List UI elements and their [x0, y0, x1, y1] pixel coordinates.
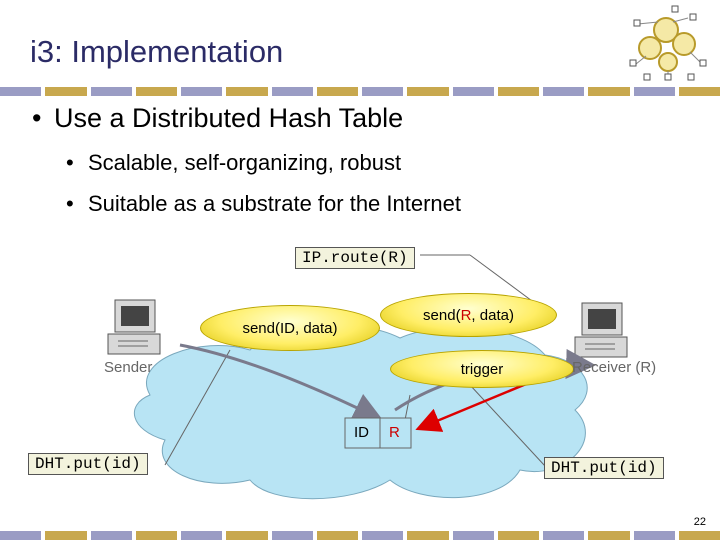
- trigger-ellipse: trigger: [390, 350, 574, 388]
- dht-put-right-label: DHT.put(id): [544, 457, 664, 479]
- bullet-sub-1-text: Scalable, self-organizing, robust: [88, 150, 402, 175]
- callout-dht-left: [164, 349, 231, 466]
- callout-dht-right: [469, 384, 546, 467]
- bullet-main-text: Use a Distributed Hash Table: [54, 103, 404, 133]
- page-number: 22: [693, 516, 706, 528]
- dht-put-left-label: DHT.put(id): [28, 453, 148, 475]
- trigger-label: trigger: [460, 360, 504, 378]
- bullet-sub-2: •Suitable as a substrate for the Interne…: [66, 191, 462, 216]
- bottom-stripe: [0, 531, 720, 540]
- bullet-sub-2-text: Suitable as a substrate for the Internet: [88, 191, 462, 216]
- network-logo-icon: [629, 5, 707, 81]
- send-id-label: send(ID, data): [242, 319, 338, 337]
- send-id-ellipse: send(ID, data): [200, 305, 380, 351]
- send-r-suffix: , data): [471, 306, 514, 324]
- bullet-sub-1: •Scalable, self-organizing, robust: [66, 150, 402, 175]
- send-r-key: R: [460, 306, 472, 324]
- receiver-label: Receiver (R): [572, 359, 657, 376]
- sender-label: Sender: [104, 359, 153, 376]
- arrow-sender-to-dht: [179, 343, 384, 421]
- slide-title: i3: Implementation: [30, 34, 284, 69]
- top-stripe: [0, 87, 720, 96]
- id-r-box: [344, 417, 412, 449]
- receiver-computer-icon: [574, 302, 628, 358]
- bullet-main: •Use a Distributed Hash Table: [32, 103, 404, 133]
- id-cell: ID: [354, 424, 369, 441]
- ip-route-label: IP.route(R): [295, 247, 415, 269]
- send-r-prefix: send(: [423, 306, 461, 324]
- sender-computer-icon: [107, 299, 161, 355]
- send-r-ellipse: send(R, data): [380, 293, 557, 337]
- r-cell: R: [389, 424, 400, 441]
